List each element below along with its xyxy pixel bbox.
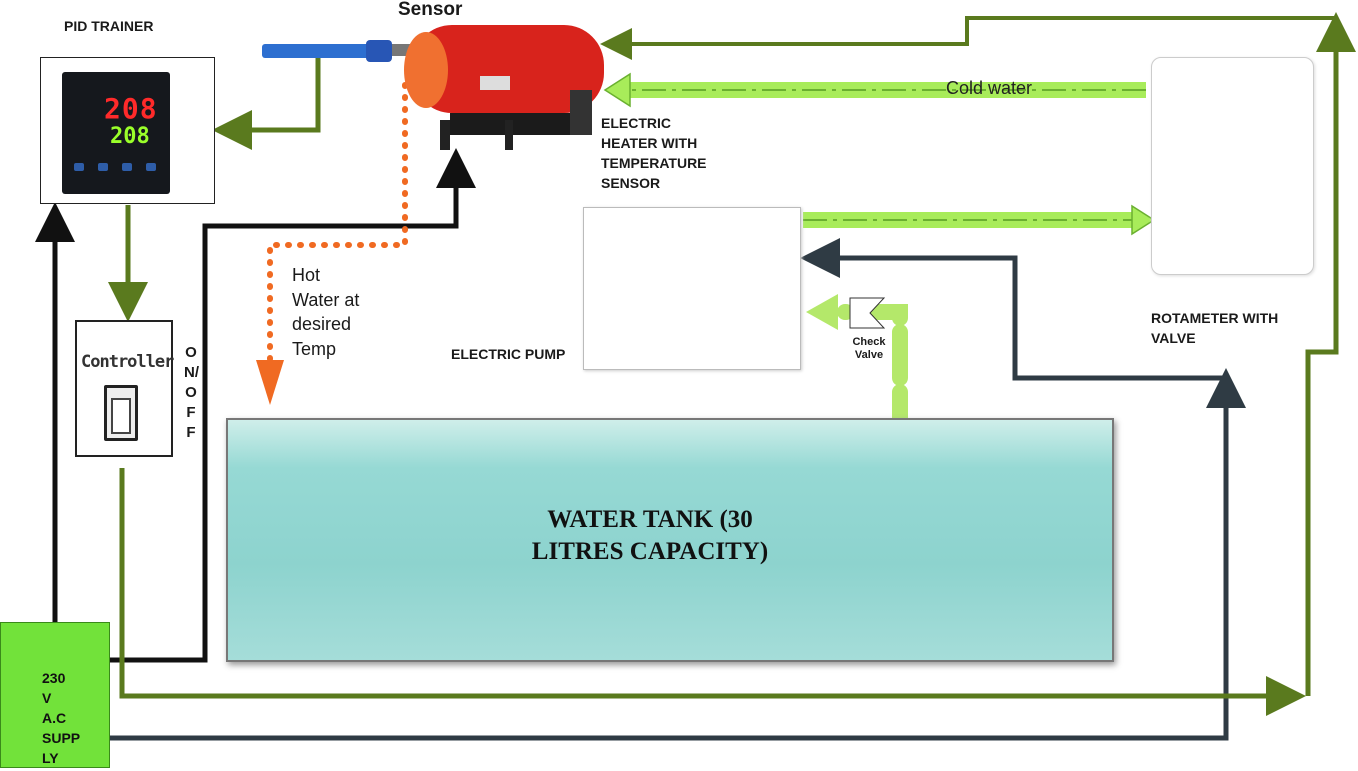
pid-pv-display: 208 bbox=[104, 92, 158, 125]
controller-to-supply-loop bbox=[119, 468, 1306, 716]
cold-water-label: Cold water bbox=[946, 78, 1033, 98]
hot-water-label: Hot Water at desired Temp bbox=[292, 265, 360, 359]
pid-button bbox=[146, 163, 156, 171]
rotameter-label: ROTAMETER WITH VALVE bbox=[1151, 310, 1279, 346]
sensor-signal-line bbox=[212, 54, 321, 150]
pump-label: ELECTRIC PUMP bbox=[451, 346, 566, 362]
hot-water-arrowhead bbox=[256, 360, 284, 405]
pid-controller-panel bbox=[62, 72, 170, 194]
power-supply-box bbox=[0, 622, 110, 768]
switch-toggle bbox=[111, 398, 131, 434]
hot-water-flow-line bbox=[267, 82, 408, 363]
sensor-label: Sensor bbox=[398, 0, 463, 20]
pump-to-rotameter-arrowhead bbox=[1131, 204, 1156, 236]
power-line-to-heater bbox=[110, 148, 476, 663]
heater-label: ELECTRIC HEATER WITH TEMPERATURE SENSOR bbox=[601, 115, 707, 191]
pump-frame bbox=[583, 207, 801, 370]
pid-button bbox=[74, 163, 84, 171]
electric-heater-icon bbox=[404, 25, 604, 150]
on-off-label: ON/OFF bbox=[184, 344, 199, 441]
water-tank bbox=[226, 418, 1114, 662]
power-line-to-pump bbox=[110, 368, 1246, 741]
rotameter-frame bbox=[1151, 57, 1314, 275]
return-to-heater-line bbox=[1305, 12, 1356, 696]
sensor-probe bbox=[262, 44, 377, 58]
check-valve-label: Check Valve bbox=[852, 336, 886, 361]
pid-button bbox=[122, 163, 132, 171]
cold-water-arrowhead bbox=[603, 72, 631, 108]
pid-trainer-label: PID TRAINER bbox=[64, 18, 154, 34]
suction-arrowhead bbox=[806, 294, 838, 330]
tank-title: WATER TANK (30 LITRES CAPACITY) bbox=[531, 506, 769, 565]
pid-button bbox=[98, 163, 108, 171]
pump-return-line bbox=[800, 238, 1226, 381]
controller-title: Controller bbox=[81, 352, 174, 372]
check-valve-icon bbox=[849, 297, 886, 329]
supply-label: 230 V A.C SUPP LY bbox=[42, 670, 81, 766]
pid-sv-display: 208 bbox=[110, 124, 150, 149]
top-feed-line bbox=[600, 16, 1336, 60]
